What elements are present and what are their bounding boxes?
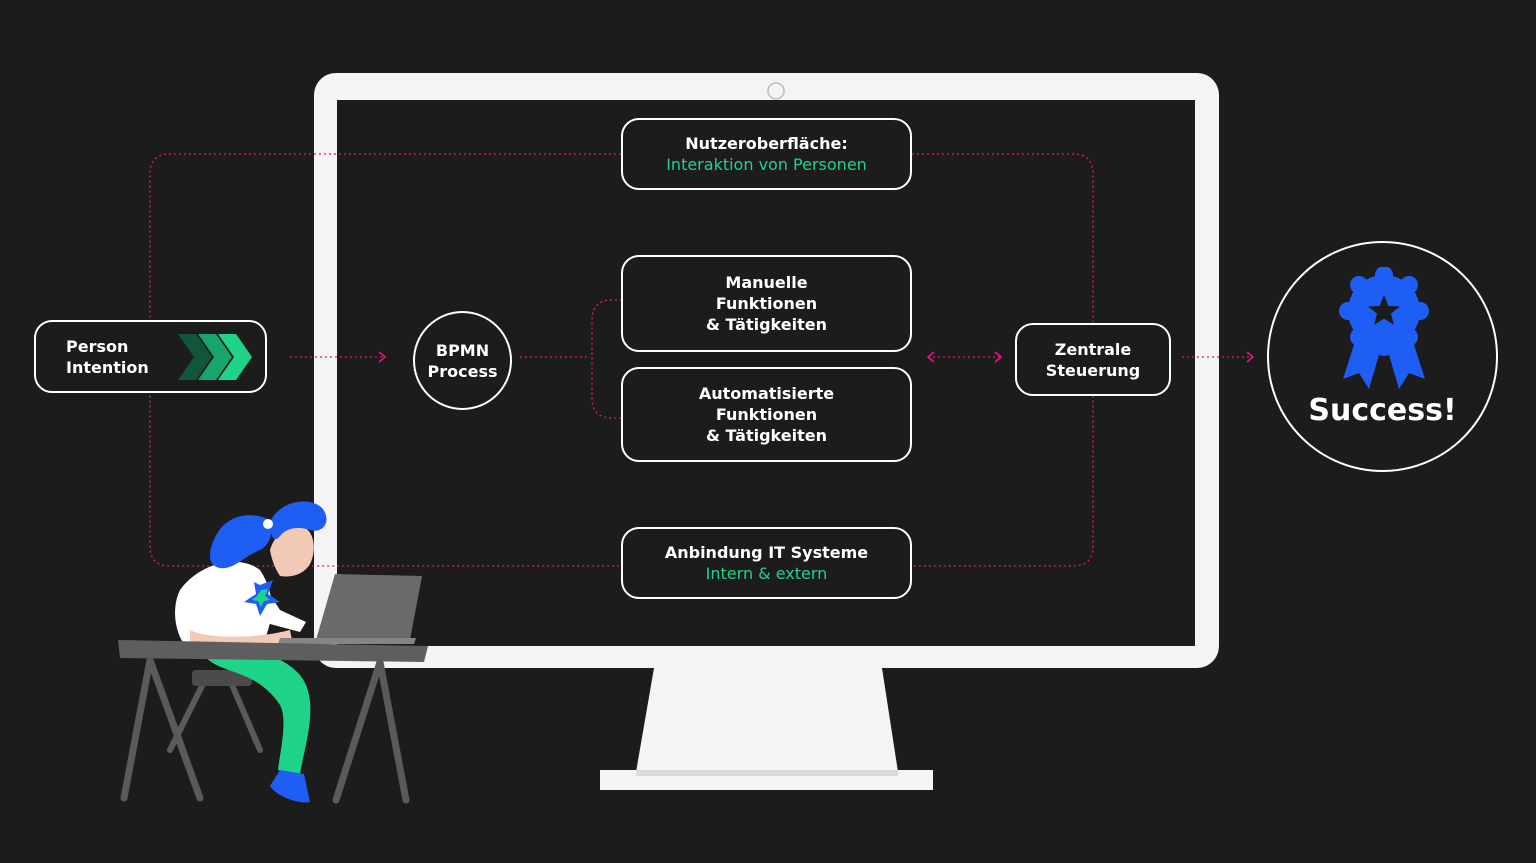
control-label-line1: Zentrale <box>1054 339 1132 359</box>
success-label: Success! <box>1308 393 1457 428</box>
triple-chevron-right-icon <box>178 334 252 380</box>
person-intention-label: Person Intention <box>66 336 149 378</box>
automated-label-line1: Automatisierte <box>698 384 835 403</box>
person-intention-node: Person Intention <box>34 320 267 393</box>
dotted-connectors <box>149 153 1253 567</box>
monitor-stand <box>600 668 933 790</box>
award-ribbon-star-icon <box>1339 267 1429 389</box>
manual-functions-node: Manuelle Funktionen & Tätigkeiten <box>621 255 912 352</box>
success-node: Success! <box>1267 241 1498 472</box>
ui-node-title: Nutzeroberfläche: <box>685 134 848 153</box>
automated-functions-node: Automatisierte Funktionen & Tätigkeiten <box>621 367 912 462</box>
person-label-line1: Person <box>66 336 129 356</box>
woman-at-laptop-illustration <box>118 501 428 804</box>
ui-node-subtitle: Interaktion von Personen <box>666 155 867 174</box>
it-node-title: Anbindung IT Systeme <box>664 543 869 562</box>
manual-label-line2: Funktionen <box>715 294 818 313</box>
user-interface-node: Nutzeroberfläche: Interaktion von Person… <box>621 118 912 190</box>
arrowheads <box>378 351 1255 363</box>
bpmn-process-node: BPMN Process <box>413 311 512 410</box>
control-label-line2: Steuerung <box>1045 360 1141 380</box>
manual-label-line3: & Tätigkeiten <box>706 315 827 334</box>
manual-label-line1: Manuelle <box>725 273 808 292</box>
bpmn-label-line1: BPMN <box>435 340 490 360</box>
bpmn-label-line2: Process <box>427 361 498 381</box>
it-systems-node: Anbindung IT Systeme Intern & extern <box>621 527 912 599</box>
automated-label-line3: & Tätigkeiten <box>706 426 827 445</box>
automated-label-line2: Funktionen <box>715 405 818 424</box>
central-control-node: Zentrale Steuerung <box>1015 323 1171 396</box>
it-node-subtitle: Intern & extern <box>705 564 828 583</box>
person-label-line2: Intention <box>66 357 149 377</box>
